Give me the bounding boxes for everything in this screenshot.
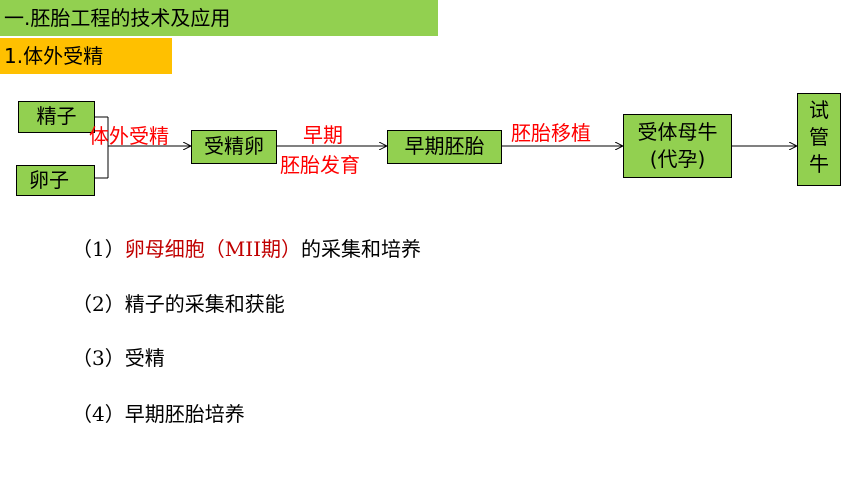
embryo-development-label: 胚胎发育 (280, 153, 360, 177)
step-3: （3）受精 (72, 342, 165, 371)
step-4-number: （4） (72, 402, 125, 426)
step-3-text: 受精 (124, 346, 165, 370)
step-2: （2）精子的采集和获能 (72, 288, 285, 317)
step-2-text: 精子的采集和获能 (124, 292, 285, 316)
fertilized-egg-box: 受精卵 (191, 130, 277, 164)
step-1-highlight: 卵母细胞（MII期） (124, 237, 302, 261)
embryo-transfer-label: 胚胎移植 (511, 121, 591, 145)
step-1: （1）卵母细胞（MII期）的采集和培养 (72, 233, 421, 262)
result-char-1: 试 (809, 98, 829, 122)
result-char-2: 管 (809, 125, 829, 149)
step-2-number: （2） (72, 292, 125, 316)
step-1-number: （1） (72, 237, 125, 261)
test-tube-cow-box: 试 管 牛 (797, 93, 841, 186)
section-title: 一.胚胎工程的技术及应用 (0, 0, 438, 36)
step-3-number: （3） (72, 346, 125, 370)
subsection-title: 1.体外受精 (0, 38, 172, 74)
sperm-box: 精子 (18, 101, 95, 133)
early-label: 早期 (303, 123, 343, 147)
step-4-text: 早期胚胎培养 (124, 402, 245, 426)
recipient-cow-label: 受体母牛 (637, 120, 718, 144)
step-4: （4）早期胚胎培养 (72, 398, 245, 427)
result-char-3: 牛 (809, 152, 829, 176)
surrogate-label: (代孕) (649, 147, 706, 171)
recipient-cow-box: 受体母牛 (代孕) (623, 114, 732, 178)
early-embryo-box: 早期胚胎 (387, 130, 502, 164)
step-1-text: 的采集和培养 (301, 237, 422, 261)
egg-box: 卵子 (16, 165, 95, 196)
in-vitro-fertilization-label: 体外受精 (89, 124, 169, 148)
